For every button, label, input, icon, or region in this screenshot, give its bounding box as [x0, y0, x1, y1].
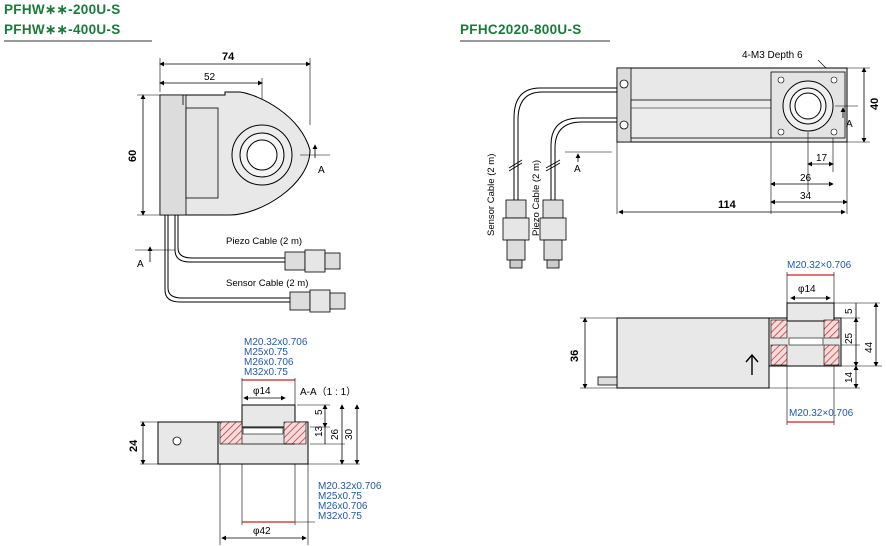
left-thread-top-4: M32x0.75: [244, 367, 288, 378]
left-thread-bottom-4: M32x0.75: [318, 511, 362, 522]
right-dim-114: 114: [718, 199, 737, 211]
left-dim-5: 5: [314, 409, 325, 415]
left-thread-top-1: M20.32x0.706: [244, 337, 308, 348]
left-thread-bottom-1: M20.32x0.706: [318, 481, 382, 492]
section-mark-a-right: A: [318, 165, 325, 176]
title-right-800u: PFHC2020-800U-S: [460, 22, 582, 37]
right-dim-34: 34: [800, 191, 812, 202]
left-top-view: 74 52 60 A A Piezo Cable (2 m) Sensor Ca…: [127, 51, 346, 313]
right-dim-5: 5: [844, 308, 855, 314]
right-hatch-top-right: [823, 319, 840, 339]
left-dim-26: 26: [330, 428, 341, 440]
right-dim-44: 44: [864, 341, 875, 353]
left-dim-42: φ42: [253, 526, 271, 537]
right-dim-14: 14: [844, 371, 855, 383]
right-thread-top: M20.32×0.706: [787, 260, 852, 271]
left-thread-bottom-3: M26x0.706: [318, 501, 368, 512]
sensor-connector: [289, 289, 346, 313]
dim-60: 60: [127, 150, 139, 162]
right-hatch-bottom-right: [823, 344, 840, 366]
right-section-mark-a-left: A: [574, 164, 581, 175]
right-top-view: 4-M3 Depth 6 40 A 17 26 3: [486, 50, 881, 269]
left-thread-top-2: M25x0.75: [244, 347, 288, 358]
left-section-body: [157, 421, 221, 465]
left-hatch-right: [283, 421, 307, 445]
left-section-view: M20.32x0.706 M25x0.75 M26x0.706 M32x0.75…: [128, 337, 382, 545]
dim-74: 74: [222, 51, 235, 63]
right-dim-17: 17: [816, 153, 828, 164]
right-piezo-connector: [539, 199, 567, 269]
right-dim-40: 40: [869, 98, 881, 110]
right-section-body: [616, 317, 770, 389]
left-thread-bottom-2: M25x0.75: [318, 491, 362, 502]
right-hatch-bottom-left: [770, 344, 788, 366]
holes-note: 4-M3 Depth 6: [742, 50, 803, 61]
title-left-underline: [4, 40, 152, 42]
right-thread-bottom: M20.32×0.706: [789, 408, 854, 419]
left-bore-dim: φ14: [253, 386, 271, 397]
right-piezo-cable-label: Piezo Cable (2 m): [531, 160, 542, 236]
left-thread-top-3: M26x0.706: [244, 357, 294, 368]
dim-52: 52: [204, 72, 216, 83]
section-mark-a-left: A: [137, 259, 144, 270]
right-sensor-cable-label: Sensor Cable (2 m): [486, 154, 497, 236]
left-dim-13: 13: [314, 425, 325, 437]
piezo-cable-label: Piezo Cable (2 m): [226, 236, 302, 247]
right-dim-36: 36: [569, 350, 581, 362]
title-left-200u: PFHW∗∗-200U-S: [4, 2, 121, 17]
sensor-cable-label: Sensor Cable (2 m): [226, 278, 308, 289]
right-sensor-connector: [502, 199, 530, 269]
title-right-underline: [460, 40, 610, 42]
right-section-view: M20.32×0.706 φ14 36 5 25 44 14: [569, 260, 882, 425]
piezo-connector: [284, 249, 341, 273]
right-dim-25: 25: [844, 332, 855, 344]
right-section-mark-a-right: A: [846, 119, 853, 130]
left-hatch-left: [219, 421, 243, 445]
left-section-label: A-A（1 : 1）: [300, 386, 356, 398]
left-dim-30: 30: [344, 428, 355, 440]
right-hatch-top-left: [770, 319, 788, 339]
left-dim-24: 24: [128, 439, 140, 452]
title-left-400u: PFHW∗∗-400U-S: [4, 22, 121, 37]
right-bore-dim: φ14: [798, 284, 816, 295]
right-dim-26: 26: [800, 173, 812, 184]
